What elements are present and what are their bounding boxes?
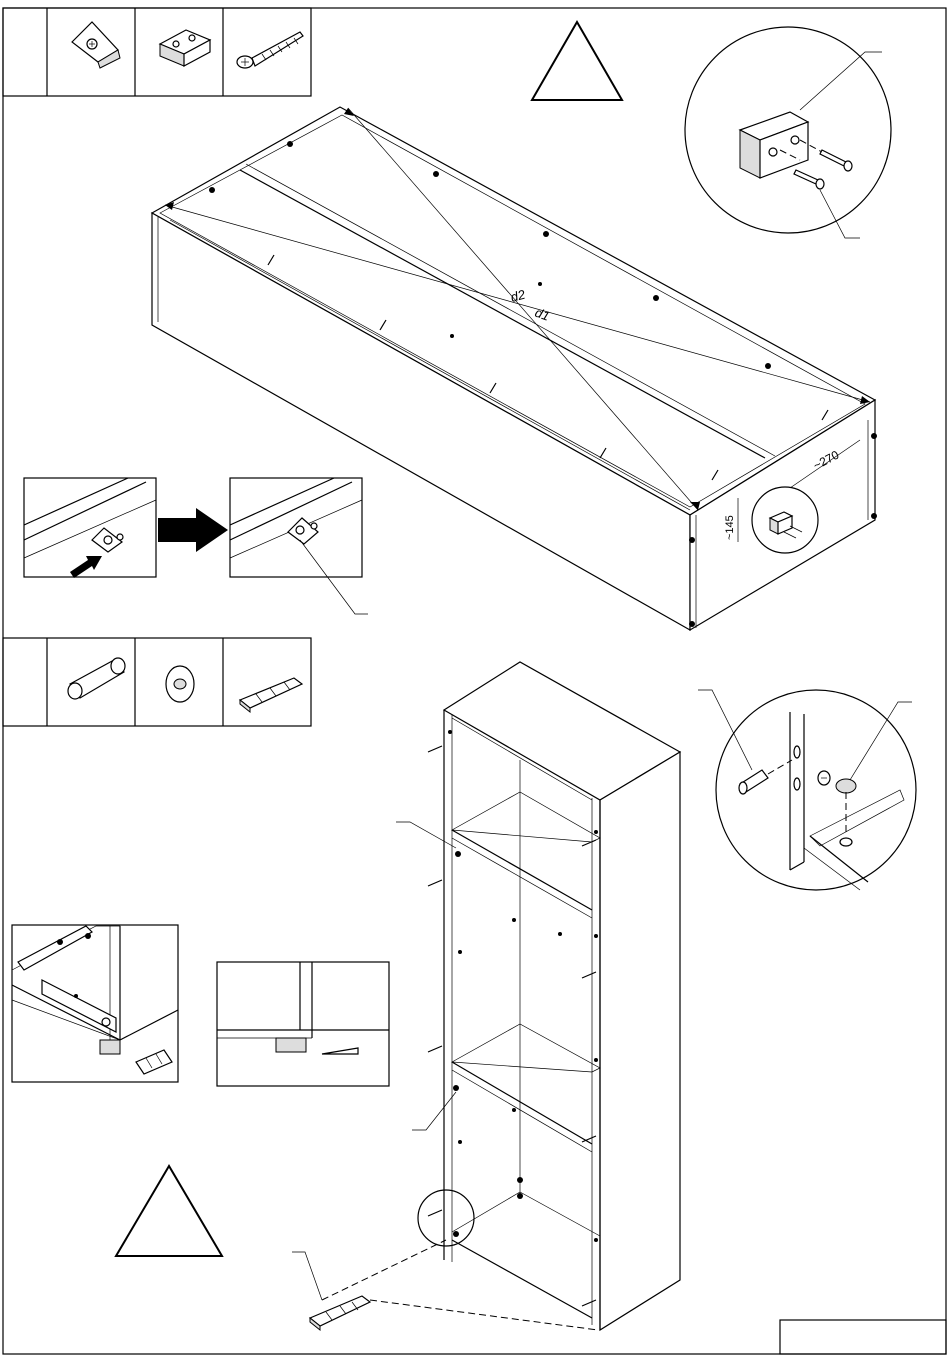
arrow-right-icon — [158, 508, 228, 552]
connector-block-part — [160, 30, 210, 66]
bracket-step-2 — [230, 478, 368, 614]
corner-bracket-part — [72, 22, 120, 68]
warning-triangle-icon — [532, 22, 622, 100]
cabinet-standing — [292, 662, 680, 1330]
height-dimension-label: ~145 — [724, 515, 736, 540]
bracket-step-1 — [24, 478, 156, 578]
warning-triangle-icon — [116, 1166, 222, 1256]
shim-wedge-part — [240, 678, 302, 712]
cam-cover-part — [166, 666, 194, 702]
connector-detail-circle — [685, 27, 891, 238]
parts-table-middle — [3, 638, 311, 726]
arrow-up-left-icon — [70, 556, 102, 578]
page-border — [3, 8, 946, 1354]
diagonal-label-d1: d1 — [533, 305, 552, 324]
screw-part — [237, 32, 303, 68]
dowel-detail-circle — [698, 690, 916, 890]
dowel-part — [68, 658, 125, 699]
cabinet-carcass-lying: d2 d1 ~270 ~145 — [152, 107, 877, 630]
page-number-box — [780, 1320, 946, 1354]
levelling-detail-1 — [12, 925, 178, 1082]
diagonal-label-d2: d2 — [509, 286, 528, 304]
levelling-detail-2 — [217, 962, 389, 1086]
parts-table-top — [3, 8, 311, 96]
